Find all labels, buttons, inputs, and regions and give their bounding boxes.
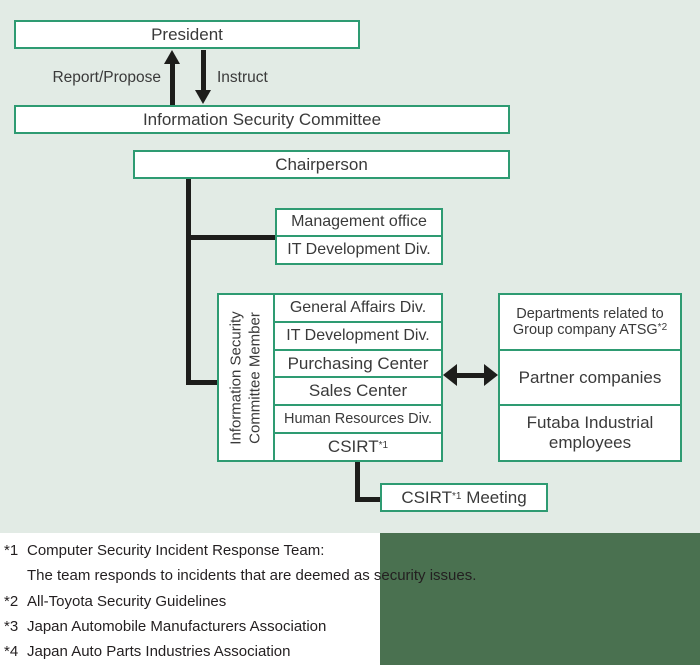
it-development-office-box: IT Development Div. [275,235,443,265]
double-arrow-right-head-icon [484,364,498,386]
csirt-meeting-sup: *1 [452,490,462,502]
president-box: President [14,20,360,49]
member-rows: General Affairs Div. IT Development Div.… [275,295,441,460]
management-branch-line [186,235,275,240]
member-row-purchasing-center: Purchasing Center [275,348,441,377]
management-office-box: Management office [275,208,443,237]
chairperson-box: Chairperson [133,150,510,179]
report-arrow-shaft [170,61,175,106]
committee-label: Information Security Committee [142,109,382,129]
futaba-employees-box: Futaba Industrial employees [500,404,680,460]
departments-line1: Departments related to [516,305,664,322]
member-vertical-label: Information Security Committee Member [219,295,275,460]
member-branch-line [186,380,217,385]
dark-green-block [380,533,700,665]
double-arrow-shaft [454,373,487,378]
futaba-line2: employees [548,433,632,453]
departments-atsg-box: Departments related to Group company ATS… [500,295,680,349]
instruct-arrow-shaft [201,50,206,92]
it-development-office-label: IT Development Div. [287,240,431,258]
partner-companies-box: Partner companies [500,348,680,405]
partner-companies-label: Partner companies [518,367,662,387]
report-up-arrow-icon [164,50,180,64]
management-office-label: Management office [291,213,427,231]
csirt-footnote-sup: *1 [378,440,389,452]
member-row-it-development: IT Development Div. [275,320,441,349]
member-label-line2: Committee Member [246,311,263,444]
footnote-1-marker: *1 [4,542,19,559]
footnote-4-marker: *4 [4,643,19,661]
committee-box: Information Security Committee [14,105,510,134]
member-row-human-resources: Human Resources Div. [275,404,441,432]
committee-member-block: Information Security Committee Member Ge… [217,293,443,462]
report-propose-label: Report/Propose [52,69,161,86]
instruct-label: Instruct [217,69,268,86]
atsg-footnote-sup: *2 [657,321,668,333]
member-row-sales-center: Sales Center [275,376,441,404]
csirt-meeting-connector-horizontal [355,497,380,502]
external-parties-column: Departments related to Group company ATS… [498,293,682,462]
footnote-3-marker: *3 [4,617,19,635]
chairperson-trunk-line [186,179,191,385]
csirt-meeting-box: CSIRT*1 Meeting [380,483,548,512]
instruct-down-arrow-icon [195,90,211,104]
footnote-2-marker: *2 [4,592,19,610]
member-row-csirt: CSIRT*1 [275,432,441,460]
futaba-line1: Futaba Industrial [526,413,654,433]
csirt-meeting-label: CSIRT [401,487,453,507]
member-row-general-affairs: General Affairs Div. [289,298,427,316]
departments-line2: Group company ATSG [512,321,658,338]
csirt-meeting-connector-vertical [355,462,360,502]
double-arrow-left-head-icon [443,364,457,386]
footnote-1-continuation: The team responds to incidents that are … [27,567,477,585]
president-label: President [151,24,223,44]
member-label-line1: Information Security [227,310,245,445]
chairperson-label: Chairperson [275,154,368,174]
